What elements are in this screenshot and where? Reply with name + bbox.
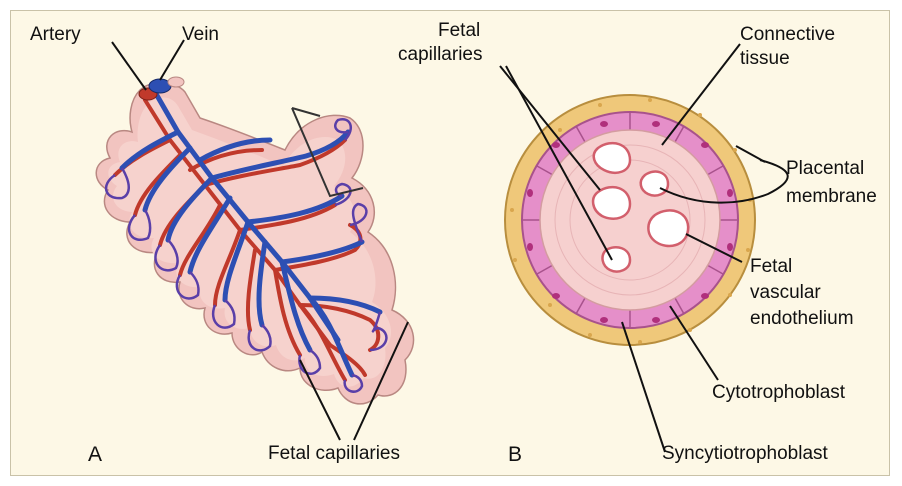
label-fetal-vascular-endothelium-line3: endothelium — [750, 308, 854, 330]
panel-letter-a: A — [88, 444, 102, 466]
label-cytotrophoblast: Cytotrophoblast — [712, 382, 845, 404]
label-placental-membrane-line1: Placental — [786, 158, 864, 180]
label-placental-membrane-line2: membrane — [786, 186, 877, 208]
label-vein: Vein — [182, 24, 219, 46]
label-fetal-vascular-endothelium-line2: vascular — [750, 282, 821, 304]
label-fetal-capillaries-a: Fetal capillaries — [268, 443, 400, 465]
label-artery: Artery — [30, 24, 81, 46]
panel-letter-b: B — [508, 444, 522, 466]
label-syncytiotrophoblast: Syncytiotrophoblast — [662, 443, 828, 465]
label-connective-tissue-line1: Connective — [740, 24, 835, 46]
label-fetal-capillaries-b-line2: capillaries — [398, 44, 482, 66]
label-fetal-vascular-endothelium-line1: Fetal — [750, 256, 792, 278]
label-connective-tissue-line2: tissue — [740, 48, 790, 70]
label-fetal-capillaries-b-line1: Fetal — [438, 20, 480, 42]
villus-tree — [96, 77, 413, 404]
